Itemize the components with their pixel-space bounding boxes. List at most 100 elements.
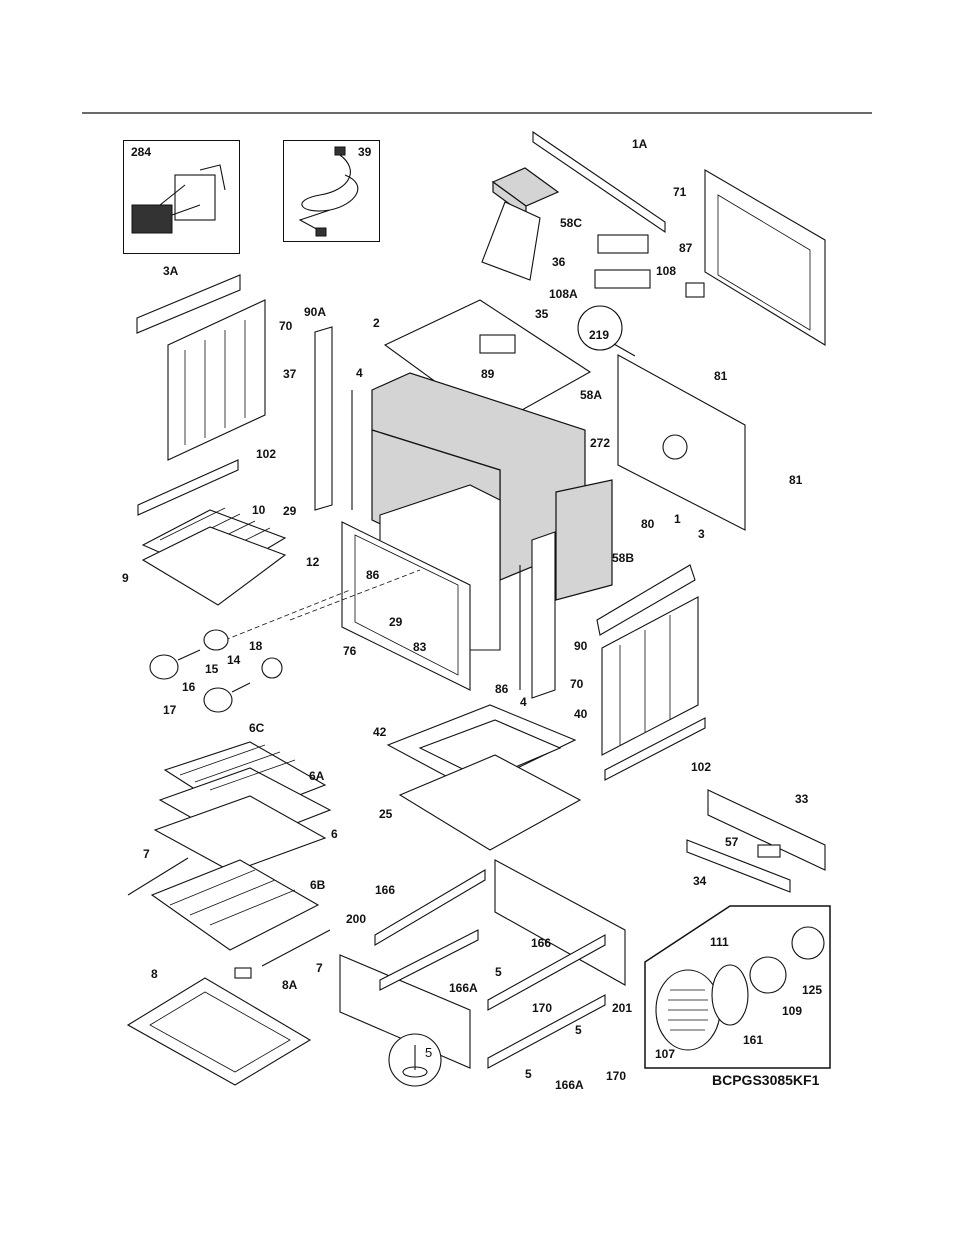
label-58c: 58C [560, 216, 583, 230]
part-7-left [127, 857, 189, 896]
part-8a [234, 967, 252, 979]
label-12: 12 [306, 555, 320, 569]
inset-box-39 [283, 140, 380, 242]
label-166b: 166 [531, 936, 552, 950]
label-87: 87 [679, 241, 693, 255]
label-1: 1 [674, 512, 681, 526]
label-5b: 5 [575, 1023, 582, 1037]
part-166-upper [374, 869, 486, 946]
inset-box-284 [123, 140, 240, 254]
label-35: 35 [535, 307, 549, 321]
inset-284-art [131, 164, 226, 234]
label-170b: 170 [606, 1069, 627, 1083]
part-70-right [601, 596, 699, 756]
label-58a: 58A [580, 388, 603, 402]
label-71: 71 [673, 185, 687, 199]
label-6a: 6A [309, 769, 325, 783]
part-36 [481, 201, 541, 281]
label-36: 36 [552, 255, 566, 269]
part-58b [555, 479, 613, 601]
label-219: 219 [589, 328, 610, 342]
label-108a: 108A [549, 287, 578, 301]
label-57: 57 [725, 835, 739, 849]
part-9-broil-pan [141, 526, 287, 606]
label-200: 200 [346, 912, 367, 926]
label-107: 107 [655, 1047, 676, 1061]
part-201-frame [494, 859, 626, 986]
label-161: 161 [743, 1033, 764, 1047]
label-29a: 29 [283, 504, 297, 518]
label-7b: 7 [316, 961, 323, 975]
part-71 [704, 169, 826, 346]
label-284: 284 [131, 145, 152, 159]
label-16: 16 [182, 680, 196, 694]
part-1a [532, 130, 666, 234]
label-201: 201 [612, 1001, 633, 1015]
label-9: 9 [122, 571, 129, 585]
label-81b: 81 [789, 473, 803, 487]
label-86b: 86 [495, 682, 509, 696]
label-2: 2 [373, 316, 380, 330]
label-70: 70 [279, 319, 293, 333]
label-89: 89 [481, 367, 495, 381]
label-86a: 86 [366, 568, 380, 582]
label-15: 15 [205, 662, 219, 676]
label-109: 109 [782, 1004, 803, 1018]
label-166: 166 [375, 883, 396, 897]
label-5a: 5 [495, 965, 502, 979]
part-102-right [604, 717, 706, 781]
part-25 [398, 754, 582, 851]
label-76: 76 [343, 644, 357, 658]
label-18: 18 [249, 639, 263, 653]
label-8: 8 [151, 967, 158, 981]
part-219-callout [577, 305, 623, 351]
label-1a: 1A [632, 137, 648, 151]
label-108: 108 [656, 264, 677, 278]
label-40: 40 [574, 707, 588, 721]
part-3a [136, 274, 241, 334]
label-102b: 102 [691, 760, 712, 774]
label-81a: 81 [714, 369, 728, 383]
label-80: 80 [641, 517, 655, 531]
part-87 [685, 282, 705, 298]
part-166a-right [487, 994, 606, 1069]
label-102: 102 [256, 447, 277, 461]
label-29b: 29 [389, 615, 403, 629]
label-7: 7 [143, 847, 150, 861]
label-39: 39 [358, 145, 372, 159]
part-33 [707, 789, 826, 871]
burner-assemblies [149, 629, 283, 713]
label-58b: 58B [612, 551, 635, 565]
label-42: 42 [373, 725, 387, 739]
part-90 [531, 531, 556, 699]
label-5d: 5 [525, 1067, 532, 1081]
label-34: 34 [693, 874, 707, 888]
label-90a: 90A [304, 305, 327, 319]
label-6b: 6B [310, 878, 326, 892]
part-166a-left [379, 929, 479, 991]
part-102-left [137, 459, 239, 516]
part-7-right [261, 929, 331, 967]
label-25: 25 [379, 807, 393, 821]
label-90: 90 [574, 639, 588, 653]
part-8-drawer-pan [126, 977, 312, 1086]
label-6c: 6C [249, 721, 265, 735]
fan-inset-art [655, 926, 825, 1051]
part-108 [597, 234, 649, 254]
part-166-right [487, 934, 606, 1011]
label-83: 83 [413, 640, 427, 654]
part-90a [314, 326, 333, 511]
label-5c: 5 [425, 1045, 433, 1060]
label-166ab: 166A [555, 1078, 584, 1092]
label-10: 10 [252, 503, 266, 517]
part-200-frame [339, 954, 471, 1069]
label-70b: 70 [570, 677, 584, 691]
label-3: 3 [698, 527, 705, 541]
label-6: 6 [331, 827, 338, 841]
label-272: 272 [590, 436, 611, 450]
label-14: 14 [227, 653, 241, 667]
label-8a: 8A [282, 978, 298, 992]
model-code: BCPGS3085KF1 [712, 1072, 820, 1088]
